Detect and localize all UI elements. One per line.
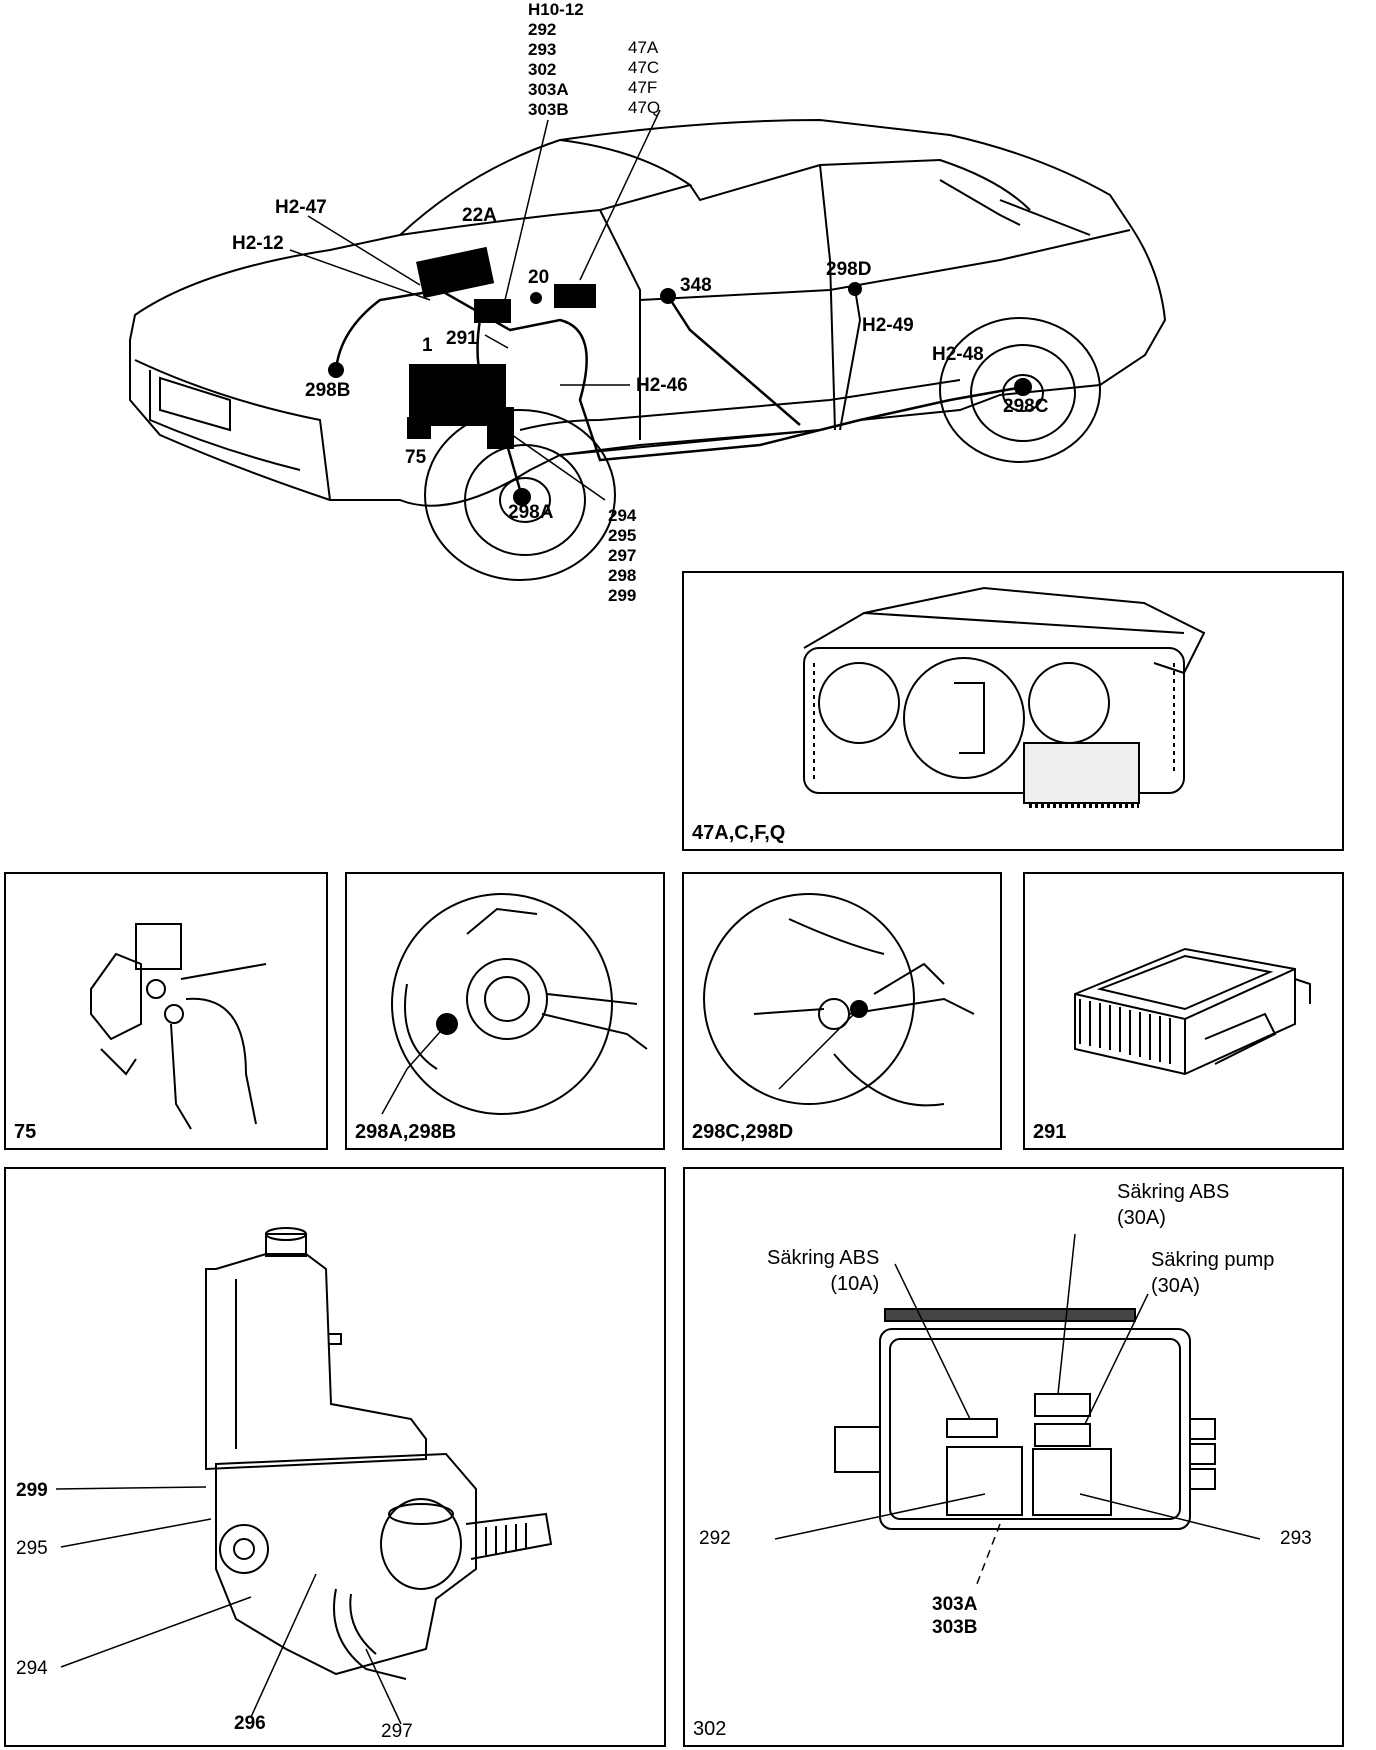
- label-298d: 298D: [826, 259, 872, 280]
- panel-label-rear-wheel: 298C,298D: [692, 1121, 794, 1143]
- fuse-label-abs-10a: Säkring ABS (10A): [767, 1245, 879, 1297]
- label-h2-46: H2-46: [636, 375, 688, 396]
- ref-list-instrument: 47A 47C 47F 47Q: [628, 38, 660, 118]
- panel-abs-ecu: 291: [1023, 872, 1344, 1150]
- callout-296: 296: [234, 1713, 266, 1734]
- hydraulic-unit-illustration: [55, 1227, 553, 1725]
- callout-292: 292: [699, 1528, 731, 1549]
- ref-47f: 47F: [628, 78, 658, 97]
- fuse-pump-30a-title: Säkring pump: [1151, 1249, 1275, 1271]
- panel-label-relay: 75: [14, 1121, 37, 1143]
- ref-299: 299: [608, 586, 637, 605]
- rear-wheel-illustration: [703, 893, 975, 1107]
- ref-295: 295: [608, 526, 637, 545]
- panel-rear-wheel-sensor: 298C,298D: [682, 872, 1002, 1150]
- callout-299: 299: [16, 1480, 48, 1501]
- ref-293: 293: [528, 40, 557, 59]
- ref-302: 302: [528, 60, 557, 79]
- ref-298: 298: [608, 566, 637, 585]
- fuse-label-abs-30a: Säkring ABS (30A): [1117, 1179, 1229, 1231]
- callout-303a: 303A: [932, 1594, 978, 1615]
- ref-292: 292: [528, 20, 557, 39]
- ref-303a: 303A: [528, 80, 569, 99]
- label-298b: 298B: [305, 380, 351, 401]
- ref-294: 294: [608, 506, 637, 525]
- panel-relay: 75: [4, 872, 328, 1150]
- panel-label-instrument: 47A,C,F,Q: [692, 822, 786, 844]
- panel-front-wheel-sensor: 298A,298B: [345, 872, 665, 1150]
- callout-297: 297: [381, 1721, 413, 1742]
- callout-294: 294: [16, 1658, 48, 1679]
- fuse-abs-10a-title: Säkring ABS: [767, 1247, 880, 1269]
- ref-303b: 303B: [528, 100, 569, 119]
- ref-47q: 47Q: [628, 98, 661, 117]
- fuse-abs-30a-title: Säkring ABS: [1117, 1181, 1230, 1203]
- panel-label-fuse-box: 302: [693, 1718, 727, 1740]
- label-h2-49: H2-49: [862, 315, 914, 336]
- label-h2-48: H2-48: [932, 344, 984, 365]
- label-22a: 22A: [462, 205, 497, 226]
- front-wheel-illustration: [381, 893, 648, 1115]
- car-illustration: [129, 109, 1167, 581]
- ref-h10-12: H10-12: [528, 0, 584, 19]
- label-h2-47: H2-47: [275, 197, 327, 218]
- ref-list-pump: 294 295 297 298 299: [608, 506, 636, 606]
- label-75: 75: [405, 447, 427, 468]
- fuse-box-illustration: [774, 1233, 1261, 1590]
- instrument-cluster-illustration: [803, 586, 1206, 808]
- fuse-abs-30a-rating: (30A): [1117, 1207, 1166, 1229]
- relay-illustration: [90, 923, 267, 1130]
- fuse-abs-10a-rating: (10A): [830, 1273, 880, 1295]
- ref-list-top: H10-12 292 293 302 303A 303B: [528, 0, 584, 120]
- ecu-illustration: [1074, 947, 1311, 1076]
- label-291: 291: [446, 328, 478, 349]
- panel-label-front-wheel: 298A,298B: [355, 1121, 457, 1143]
- panel-instrument-cluster: 47A,C,F,Q: [682, 571, 1344, 851]
- callout-295: 295: [16, 1538, 48, 1559]
- label-298a: 298A: [508, 502, 554, 523]
- ref-47a: 47A: [628, 38, 659, 57]
- ref-297: 297: [608, 546, 637, 565]
- panel-fuse-box: Säkring ABS (10A) Säkring ABS (30A) Säkr…: [683, 1167, 1344, 1747]
- label-1: 1: [422, 335, 433, 356]
- callout-303: 303A 303B: [932, 1593, 977, 1639]
- label-348: 348: [680, 275, 712, 296]
- label-h2-12: H2-12: [232, 233, 284, 254]
- label-298c: 298C: [1003, 396, 1049, 417]
- panel-label-ecu: 291: [1033, 1121, 1067, 1143]
- fuse-pump-30a-rating: (30A): [1151, 1275, 1200, 1297]
- callout-303b: 303B: [932, 1617, 978, 1638]
- fuse-label-pump-30a: Säkring pump (30A): [1151, 1247, 1274, 1299]
- callout-293: 293: [1280, 1528, 1312, 1549]
- label-20: 20: [528, 267, 550, 288]
- ref-47c: 47C: [628, 58, 660, 77]
- panel-hydraulic-unit: 299 295 294 296 297: [4, 1167, 666, 1747]
